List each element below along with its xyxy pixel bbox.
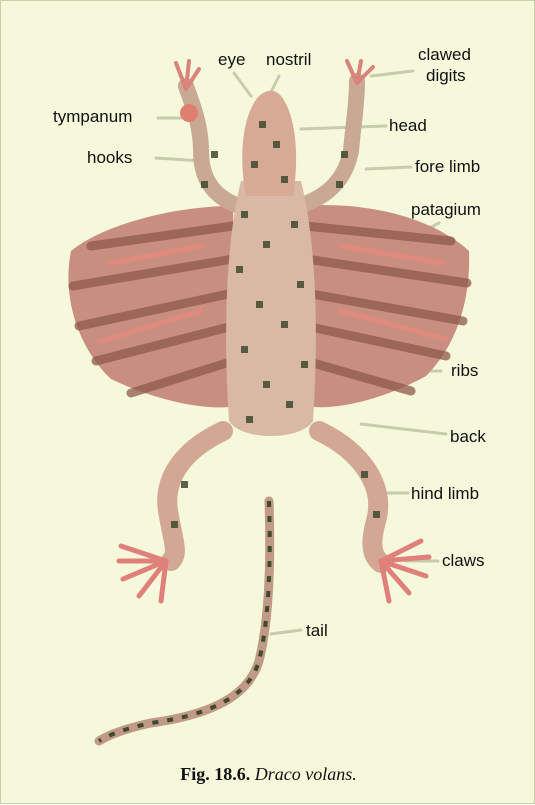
label-tympanum: tympanum [53, 108, 132, 126]
leader-back [361, 424, 446, 434]
label-hind-limb: hind limb [411, 485, 479, 503]
label-clawed-digits-line2: digits [426, 67, 466, 85]
label-nostril: nostril [266, 51, 311, 69]
right-hind-limb [319, 431, 381, 563]
leader-clawed-digits [371, 71, 413, 76]
caption-number: Fig. 18.6. [180, 764, 250, 784]
label-tail: tail [306, 622, 328, 640]
label-fore-limb: fore limb [415, 158, 480, 176]
head [242, 91, 296, 196]
left-fore-limb [186, 86, 239, 206]
label-clawed-digits-line1: clawed [418, 46, 471, 64]
right-hind-foot [381, 541, 429, 601]
label-claws: claws [442, 552, 485, 570]
label-head: head [389, 117, 427, 135]
label-patagium: patagium [411, 201, 481, 219]
leader-eye [234, 73, 251, 96]
left-hind-foot [119, 546, 166, 601]
label-eye: eye [218, 51, 245, 69]
leader-head [301, 126, 386, 129]
label-ribs: ribs [451, 362, 478, 380]
label-hooks: hooks [87, 149, 132, 167]
tail [99, 501, 270, 741]
tail-scales [99, 501, 270, 741]
right-fore-limb [299, 81, 357, 206]
label-back: back [450, 428, 486, 446]
caption-species: Draco volans. [255, 764, 357, 784]
left-hind-limb [167, 431, 223, 561]
leader-fore-limb [366, 167, 411, 169]
trunk [226, 181, 316, 436]
tympanum-patch [180, 104, 198, 122]
leader-tail [271, 630, 301, 634]
figure-caption: Fig. 18.6. Draco volans. [1, 764, 535, 785]
